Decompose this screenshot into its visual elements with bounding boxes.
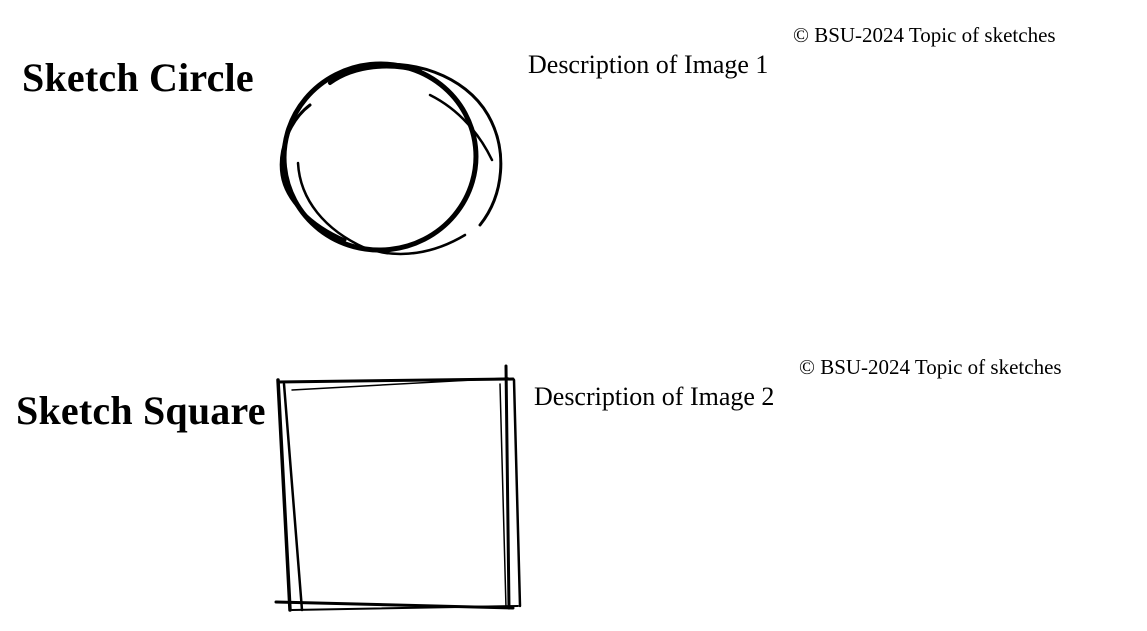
figure-title: Sketch Circle	[22, 55, 254, 100]
image-description: Description of Image 2	[534, 382, 775, 411]
copyright-notice: © BSU-2024 Topic of sketches	[793, 23, 1056, 47]
sketch-circle-image	[279, 61, 503, 256]
figure-title: Sketch Square	[16, 388, 266, 433]
copyright-notice: © BSU-2024 Topic of sketches	[799, 355, 1062, 379]
figure-section-square: Sketch Square Description of Image 2 © B…	[0, 332, 1147, 631]
image-description: Description of Image 1	[528, 50, 769, 79]
figure-section-circle: Sketch Circle Description of Image 1 © B…	[22, 23, 1056, 256]
sketch-square-image	[274, 364, 522, 612]
